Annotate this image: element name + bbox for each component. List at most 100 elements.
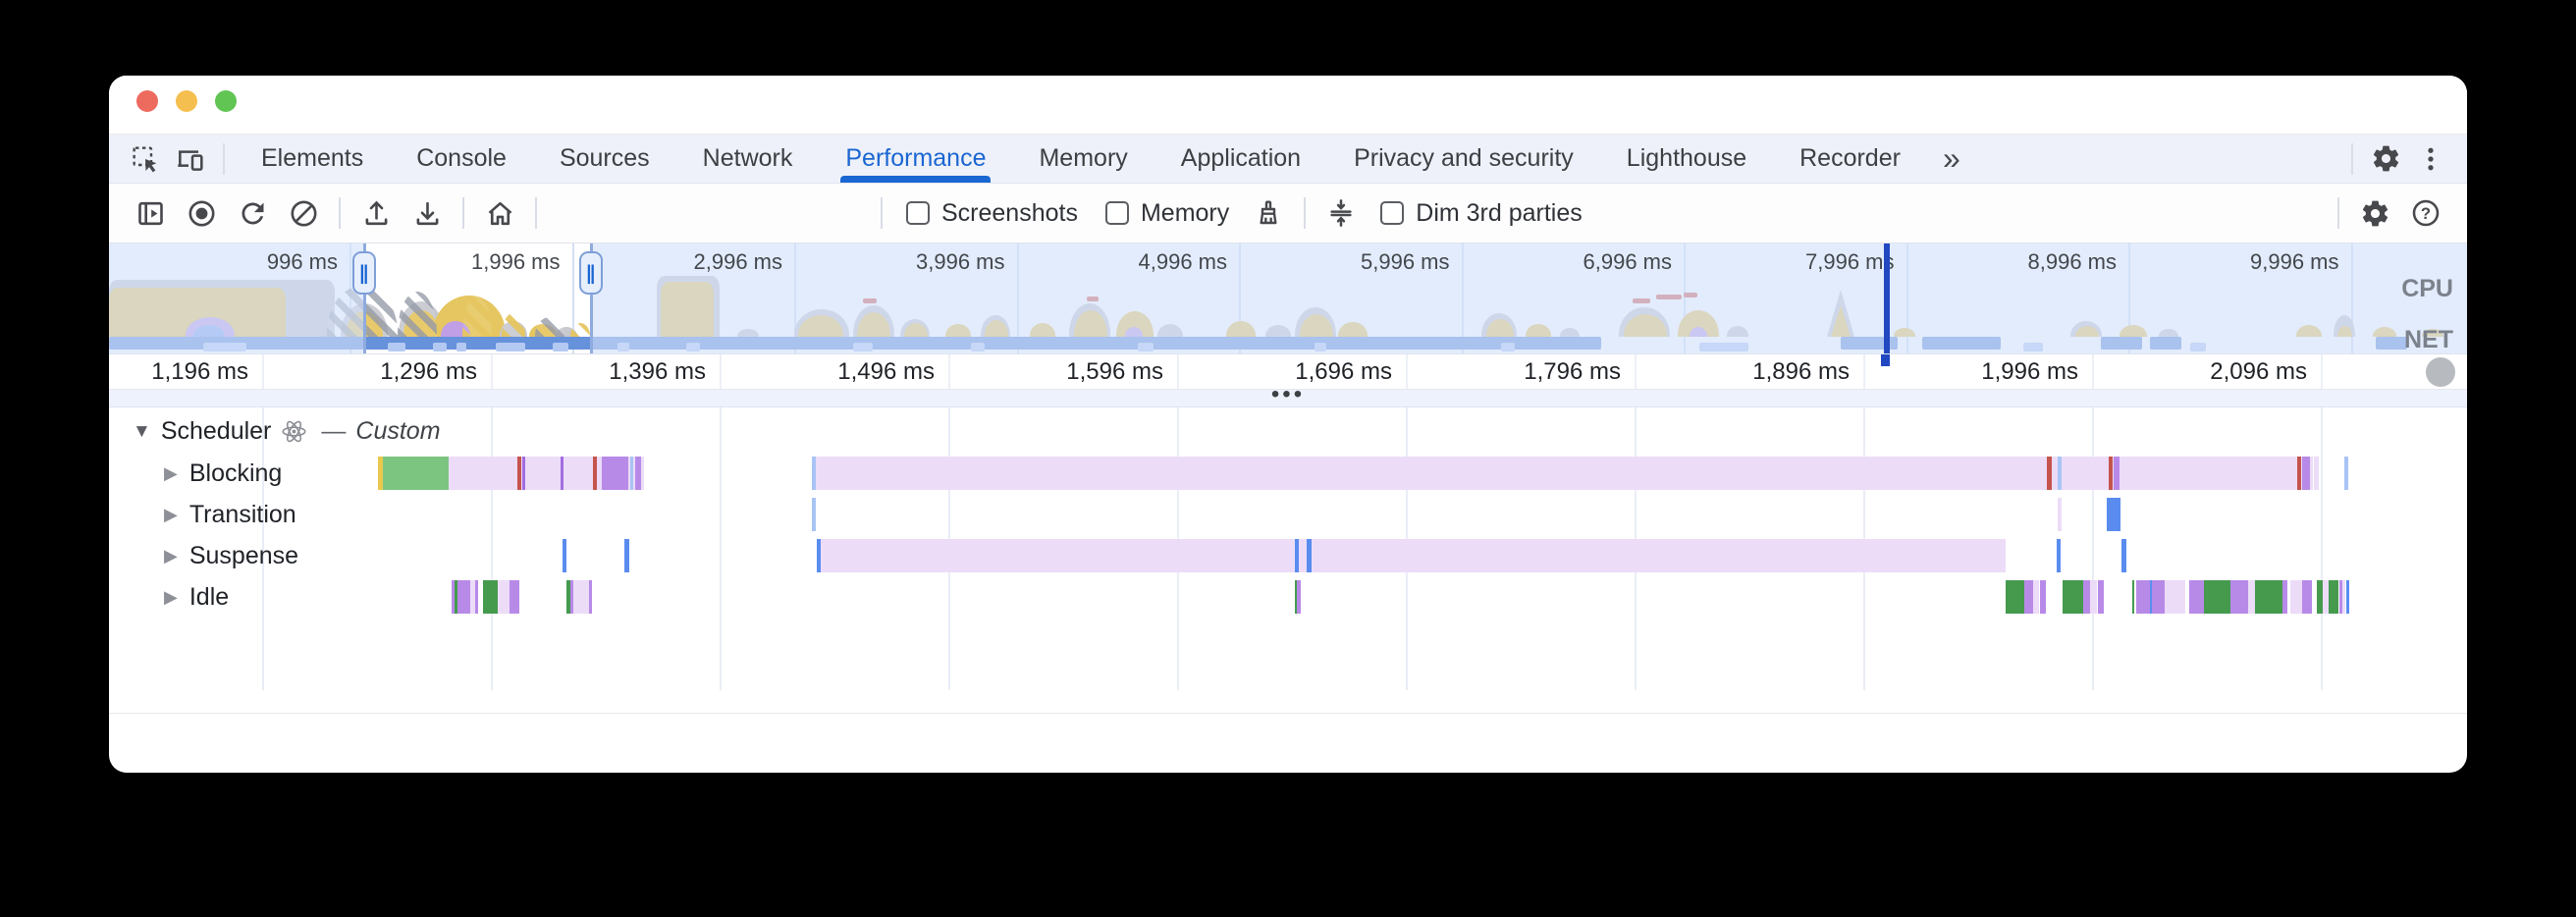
track-group-scheduler[interactable]: ▼ Scheduler — Custom (133, 417, 441, 446)
track-bar[interactable] (2006, 580, 2024, 614)
track-bar[interactable] (2121, 539, 2126, 572)
tab-privacy-and-security[interactable]: Privacy and security (1354, 144, 1574, 172)
track-bar[interactable] (1297, 580, 1301, 614)
record-icon[interactable] (176, 189, 227, 237)
upload-profile-icon[interactable] (350, 189, 402, 237)
checkbox-box[interactable] (1104, 201, 1129, 225)
track-bar[interactable] (2033, 580, 2039, 614)
track-bar[interactable] (457, 580, 470, 614)
track-bar[interactable] (2342, 580, 2345, 614)
track-bar[interactable] (2114, 457, 2120, 490)
track-bar[interactable] (2090, 580, 2097, 614)
track-bar[interactable] (2339, 580, 2342, 614)
track-bar[interactable] (1307, 539, 1312, 572)
track-row-transition[interactable]: ▶Transition (164, 494, 296, 535)
track-bar[interactable] (817, 539, 2006, 572)
tab-memory[interactable]: Memory (1039, 144, 1128, 172)
track-bar[interactable] (2346, 580, 2349, 614)
track-bar[interactable] (2317, 580, 2323, 614)
tab-sources[interactable]: Sources (559, 144, 650, 172)
track-bar[interactable] (570, 580, 573, 614)
track-row-blocking[interactable]: ▶Blocking (164, 453, 282, 494)
track-bar[interactable] (2063, 580, 2083, 614)
tab-network[interactable]: Network (702, 144, 793, 172)
track-bar[interactable] (2152, 580, 2165, 614)
checkbox-box[interactable] (906, 201, 930, 225)
track-bar[interactable] (593, 457, 597, 490)
expanded-triangle-icon[interactable]: ▼ (133, 420, 151, 442)
track-bar[interactable] (2136, 580, 2150, 614)
track-bar[interactable] (2255, 580, 2282, 614)
zoom-window-button[interactable] (215, 90, 237, 112)
download-profile-icon[interactable] (402, 189, 453, 237)
track-bar[interactable] (2323, 580, 2329, 614)
screenshots-checkbox[interactable]: Screenshots (906, 199, 1078, 228)
track-bar[interactable] (812, 457, 2313, 490)
minimize-window-button[interactable] (176, 90, 197, 112)
track-bar[interactable] (630, 457, 633, 490)
track-bar[interactable] (2297, 457, 2301, 490)
device-toolbar-icon[interactable] (168, 136, 213, 182)
track-bar[interactable] (2189, 580, 2204, 614)
tab-recorder[interactable]: Recorder (1799, 144, 1901, 172)
inspect-element-icon[interactable] (123, 136, 168, 182)
track-bar[interactable] (2083, 580, 2090, 614)
track-bar[interactable] (2058, 457, 2062, 490)
track-bar[interactable] (1295, 539, 1299, 572)
track-bar[interactable] (2302, 457, 2310, 490)
track-bar[interactable] (2204, 580, 2230, 614)
track-bar[interactable] (383, 457, 449, 490)
track-bar[interactable] (2047, 457, 2052, 490)
track-bar[interactable] (589, 580, 592, 614)
track-bar[interactable] (2132, 580, 2134, 614)
selection-handle-left[interactable]: ∥ (352, 251, 376, 295)
collapse-icon[interactable] (1315, 189, 1367, 237)
track-bar[interactable] (452, 580, 455, 614)
track-bar[interactable] (470, 580, 475, 614)
collapsed-triangle-icon[interactable]: ▶ (164, 586, 178, 607)
track-bar[interactable] (566, 580, 570, 614)
track-bar[interactable] (573, 580, 589, 614)
track-bar[interactable] (378, 457, 383, 490)
track-bar[interactable] (812, 498, 816, 531)
tab-console[interactable]: Console (416, 144, 507, 172)
track-bar[interactable] (602, 457, 628, 490)
tab-lighthouse[interactable]: Lighthouse (1626, 144, 1747, 172)
track-bar[interactable] (2040, 580, 2046, 614)
checkbox-box[interactable] (1380, 201, 1405, 225)
track-bar[interactable] (561, 457, 564, 490)
tab-application[interactable]: Application (1180, 144, 1302, 172)
dim-3rd-parties-checkbox[interactable]: Dim 3rd parties (1380, 199, 1583, 228)
track-bar[interactable] (510, 580, 519, 614)
track-bar[interactable] (2314, 457, 2319, 490)
track-bar[interactable] (475, 580, 478, 614)
collapsed-triangle-icon[interactable]: ▶ (164, 504, 178, 524)
track-bar[interactable] (624, 539, 629, 572)
track-bar[interactable] (2107, 498, 2120, 531)
settings-gear-icon[interactable] (2363, 136, 2408, 182)
garbage-collect-icon[interactable] (1243, 189, 1294, 237)
track-bar[interactable] (817, 539, 821, 572)
track-bar[interactable] (2329, 580, 2338, 614)
tab-elements[interactable]: Elements (261, 144, 364, 172)
collapsed-triangle-icon[interactable]: ▶ (164, 462, 178, 483)
track-bar[interactable] (455, 580, 457, 614)
track-bar[interactable] (517, 457, 521, 490)
track-bar[interactable] (635, 457, 641, 490)
toggle-sidebar-icon[interactable] (125, 189, 176, 237)
selection-handle-right[interactable]: ∥ (579, 251, 603, 295)
track-bar[interactable] (498, 580, 510, 614)
track-bar[interactable] (812, 457, 816, 490)
track-bar[interactable] (2109, 457, 2113, 490)
track-bar[interactable] (563, 539, 566, 572)
track-bar[interactable] (483, 580, 498, 614)
track-bar[interactable] (2058, 498, 2062, 531)
track-row-idle[interactable]: ▶Idle (164, 576, 229, 618)
track-bar[interactable] (2165, 580, 2185, 614)
track-row-suspense[interactable]: ▶Suspense (164, 535, 298, 576)
help-icon[interactable]: ? (2400, 189, 2451, 237)
track-bar[interactable] (2024, 580, 2033, 614)
track-bar[interactable] (2344, 457, 2348, 490)
home-icon[interactable] (474, 189, 525, 237)
